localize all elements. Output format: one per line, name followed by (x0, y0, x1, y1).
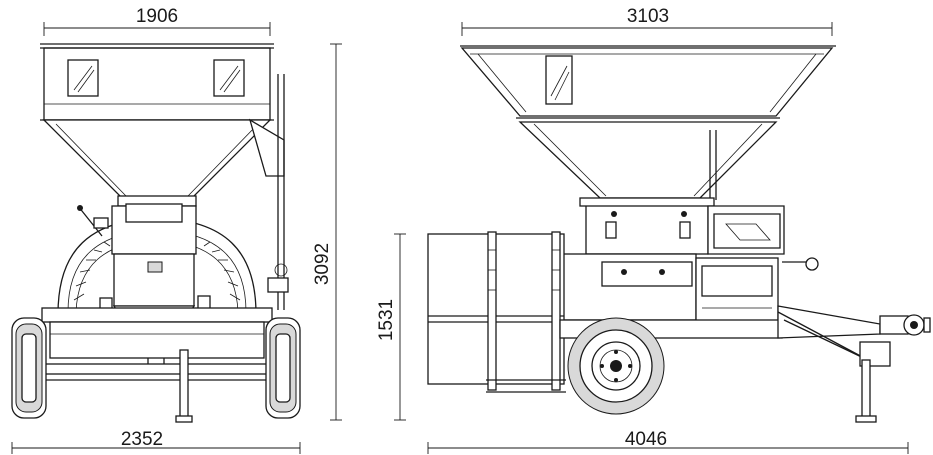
front-hopper (40, 43, 289, 310)
front-chassis (41, 307, 273, 423)
side-chamber (427, 231, 566, 393)
dim-front-height: 3092 (312, 43, 342, 421)
dim-front-bottom: 2352 (11, 429, 301, 454)
side-mechanism (561, 197, 819, 335)
front-wheel-right (265, 317, 301, 419)
front-wheel-left (11, 317, 47, 419)
side-hopper (460, 45, 836, 200)
dim-label-front-height: 3092 (312, 243, 333, 285)
dim-label-front-top: 1906 (136, 6, 178, 27)
dim-front-top: 1906 (43, 6, 271, 36)
side-wheel (567, 317, 665, 415)
dim-label-front-bottom: 2352 (121, 429, 163, 450)
dim-label-side-height: 1531 (376, 299, 397, 341)
front-view: 1906 (11, 6, 342, 454)
side-view: 3103 (376, 6, 931, 454)
dim-side-top: 3103 (461, 6, 833, 36)
dim-label-side-top: 3103 (627, 6, 669, 27)
dim-side-height: 1531 (376, 233, 406, 421)
dim-label-side-bottom: 4046 (625, 429, 667, 450)
dim-side-bottom: 4046 (427, 429, 909, 454)
